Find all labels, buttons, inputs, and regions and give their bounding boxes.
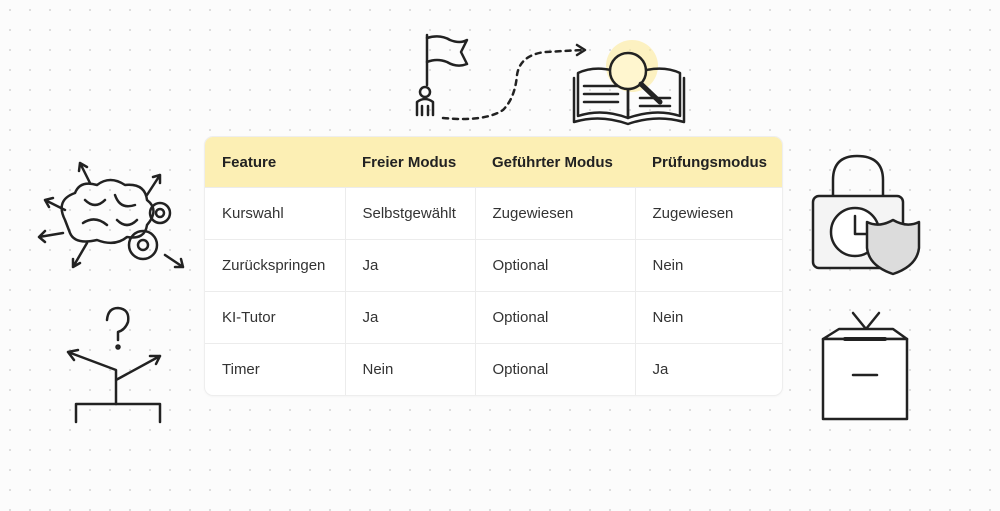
table-cell: Optional [475, 239, 636, 292]
book-magnifier-icon [572, 40, 686, 126]
table-header-row: Feature Freier Modus Geführter Modus Prü… [205, 137, 782, 188]
ballot-box-icon [821, 311, 909, 421]
table-cell: Zugewiesen [635, 187, 782, 240]
table-cell: Optional [475, 343, 636, 395]
table-cell: Ja [345, 239, 476, 292]
table-cell: Nein [345, 343, 476, 395]
table-cell: Ja [345, 291, 476, 344]
table-cell: KI-Tutor [205, 291, 346, 344]
comparison-table: Feature Freier Modus Geführter Modus Prü… [205, 137, 782, 395]
table-cell: Ja [635, 343, 782, 395]
table-cell: Zugewiesen [475, 187, 636, 240]
lock-clock-shield-icon [811, 154, 921, 276]
table-cell: Selbstgewählt [345, 187, 476, 240]
header-cell: Freier Modus [345, 137, 475, 188]
question-crossroads-icon [66, 306, 162, 424]
brain-gears-icon [37, 161, 185, 269]
table-cell: Optional [475, 291, 636, 344]
table-cell: Kurswahl [205, 187, 346, 240]
table-cell: Timer [205, 343, 346, 395]
table-cell: Zurückspringen [205, 239, 346, 292]
header-cell: Feature [205, 137, 345, 188]
person-flag-icon [415, 33, 587, 121]
table-cell: Nein [635, 239, 782, 292]
header-cell: Prüfungsmodus [635, 137, 782, 188]
header-cell: Geführter Modus [475, 137, 635, 188]
table-cell: Nein [635, 291, 782, 344]
